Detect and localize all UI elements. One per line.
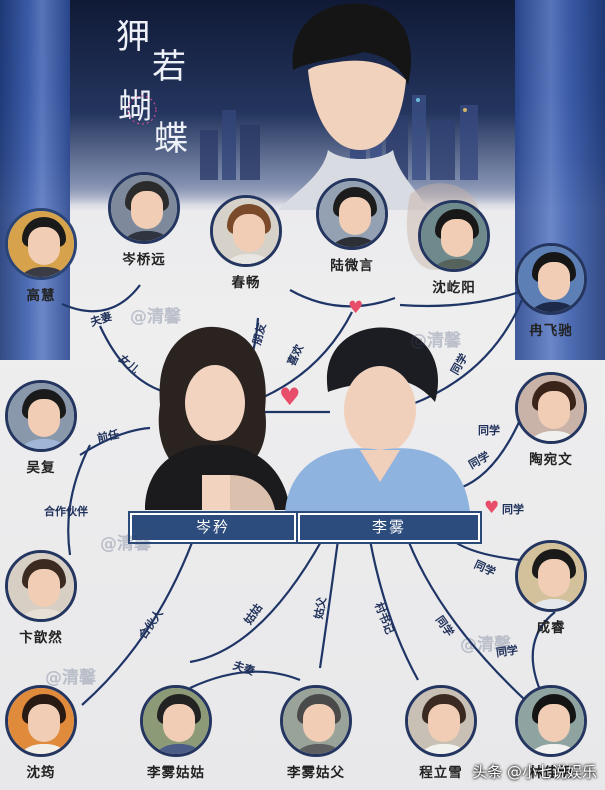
avatar [5,550,77,622]
line-chengrui [454,541,521,562]
character-name: 春畅 [231,275,261,291]
avatar [405,685,477,757]
character-bianxinran[interactable]: 卞歆然 [5,550,77,646]
male-lead-namebox: 李雾 [298,513,480,542]
avatar [515,243,587,315]
line-aunt-uncle [189,670,301,689]
character-name: 岑桥远 [122,252,166,268]
relation-label: 合作伙伴 [44,505,88,518]
avatar [515,540,587,612]
character-shenjun[interactable]: 沈筠 [5,685,77,781]
relation-label: 同学 [495,643,519,660]
female-lead-photo [145,326,290,510]
character-wufu[interactable]: 吴复 [5,380,77,476]
character-shenyiyang[interactable]: 沈屹阳 [418,200,490,296]
line-taowanwen-liwu [459,419,522,490]
drama-title-logo: 狎 若 蝴 蝶 [116,17,188,159]
character-name: 程立雪 [419,765,463,781]
character-name: 李雾姑姑 [147,765,205,781]
relation-label: 同学 [502,503,524,516]
character-cenqiaoyuan[interactable]: 岑桥远 [108,172,180,268]
character-gaohui[interactable]: 高慧 [5,208,77,304]
svg-text:蝴: 蝴 [118,87,152,127]
avatar [316,178,388,250]
character-ranfeichi[interactable]: 冉飞驰 [515,243,587,339]
character-name: 卞歆然 [19,630,63,646]
character-name: 陶宛文 [529,452,573,468]
curtain-left [0,0,70,360]
character-name: 成睿 [536,620,566,636]
line-luweiyan-shenyiyang [289,289,396,308]
avatar [5,685,77,757]
relation-label: 同学 [478,424,500,437]
character-chenglixue[interactable]: 程立雪 [405,685,477,781]
avatar [140,685,212,757]
line-ranfei-liwu [409,299,524,407]
watermark: @清馨 [410,331,461,351]
character-liwu-gufu[interactable]: 李雾姑父 [280,685,352,781]
avatar [280,685,352,757]
character-name: 高慧 [26,288,56,304]
line-linjiaming-2 [531,611,556,691]
male-lead-photo [285,327,470,512]
line-gaohui-cenqiaoyuan [61,284,141,313]
line-nver [99,325,166,394]
character-name: 沈屹阳 [432,280,476,296]
female-lead-namebox: 岑矜 [130,513,296,542]
avatar [515,685,587,757]
source-credit: 头条 @小七说娱乐 [472,763,597,781]
svg-text:蝶: 蝶 [154,119,188,159]
svg-text:狎: 狎 [116,17,150,57]
character-name: 李雾姑父 [287,765,345,781]
character-chunchang[interactable]: 春畅 [210,195,282,291]
watermark: @清馨 [130,307,181,327]
character-name: 沈筠 [26,765,56,781]
avatar [515,372,587,444]
heart-icon-leads: ♥ [279,383,301,411]
line-chenglixue [368,539,419,681]
watermark: @清馨 [460,635,511,655]
avatar [418,200,490,272]
character-name: 冉飞驰 [529,323,573,339]
avatar [5,380,77,452]
line-shenyiyang-ranfei [399,288,526,308]
line-xihuan [251,311,353,404]
heart-icon-luweiyan: ♥ [348,298,364,318]
line-gugu [189,539,323,664]
character-linjiaming[interactable]: 林佳明 [515,685,587,781]
character-name: 林佳明 [529,765,573,781]
character-name: 陆微言 [330,258,374,274]
avatar [5,208,77,280]
watermark: @清馨 [45,668,96,688]
character-liwu-guma[interactable]: 李雾姑姑 [140,685,212,781]
character-name: 吴复 [26,460,56,476]
character-chengrui[interactable]: 成睿 [515,540,587,636]
line-shenjun [81,539,195,706]
character-taowanwen[interactable]: 陶宛文 [515,372,587,468]
line-gufu [318,539,340,669]
svg-text:若: 若 [152,47,186,87]
avatar [210,195,282,267]
watermark: @清馨 [100,534,151,554]
heart-icon-taowanwen: ♥ [484,498,500,518]
line-linjiaming [406,539,526,701]
avatar [108,172,180,244]
character-luweiyan[interactable]: 陆微言 [316,178,388,274]
line-bianxinran [67,444,91,556]
